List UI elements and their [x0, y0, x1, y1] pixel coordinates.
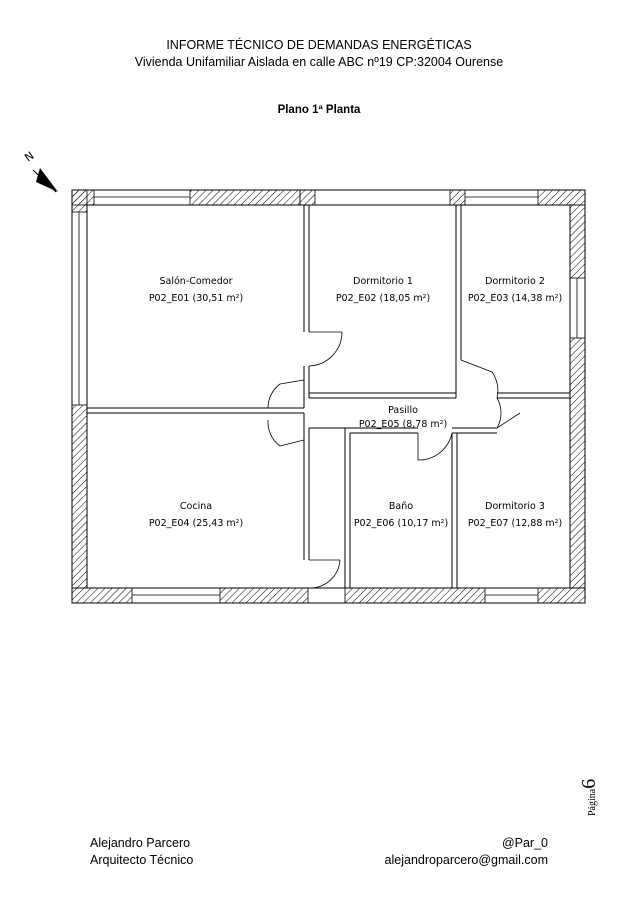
room-code-bano: P02_E06 (10,17 m²)	[354, 518, 448, 529]
room-code-dormitorio-3: P02_E07 (12,88 m²)	[468, 518, 562, 529]
room-name-cocina: Cocina	[180, 501, 212, 512]
room-code-salon: P02_E01 (30,51 m²)	[149, 293, 243, 304]
interior-walls	[87, 205, 570, 588]
room-code-dormitorio-1: P02_E02 (18,05 m²)	[336, 293, 430, 304]
room-code-cocina: P02_E04 (25,43 m²)	[149, 518, 243, 529]
north-label: N	[22, 149, 36, 164]
room-name-dormitorio-1: Dormitorio 1	[353, 276, 413, 287]
room-name-bano: Baño	[389, 501, 413, 512]
room-code-pasillo: P02_E05 (8,78 m²)	[359, 419, 447, 430]
page-number-value: 6	[578, 778, 600, 789]
north-arrow-icon: N	[22, 149, 58, 193]
footer-left: Alejandro Parcero Arquitecto Técnico	[90, 835, 193, 869]
wall-hatching	[71, 189, 586, 604]
room-name-pasillo: Pasillo	[388, 405, 418, 416]
doors	[267, 331, 521, 589]
room-name-dormitorio-3: Dormitorio 3	[485, 501, 545, 512]
windows	[78, 196, 578, 596]
footer-right: @Par_0 alejandroparcero@gmail.com	[385, 835, 548, 869]
plan-title: Plano 1ª Planta	[277, 104, 361, 116]
room-code-dormitorio-2: P02_E03 (14,38 m²)	[468, 293, 562, 304]
room-labels: Salón-Comedor P02_E01 (30,51 m²) Dormito…	[149, 276, 562, 529]
report-subtitle: Vivienda Unifamiliar Aislada en calle AB…	[134, 55, 504, 69]
page-label: Página	[587, 788, 598, 816]
report-title: INFORME TÉCNICO DE DEMANDAS ENERGÉTICAS	[166, 38, 472, 52]
author-email: alejandroparcero@gmail.com	[384, 853, 548, 867]
author-name: Alejandro Parcero	[90, 836, 191, 850]
room-name-salon: Salón-Comedor	[159, 276, 232, 287]
room-name-dormitorio-2: Dormitorio 2	[485, 276, 545, 287]
exterior-walls	[71, 189, 586, 604]
page-number: Página6	[578, 779, 601, 816]
author-role: Arquitecto Técnico	[90, 853, 194, 867]
author-handle: @Par_0	[501, 836, 548, 850]
